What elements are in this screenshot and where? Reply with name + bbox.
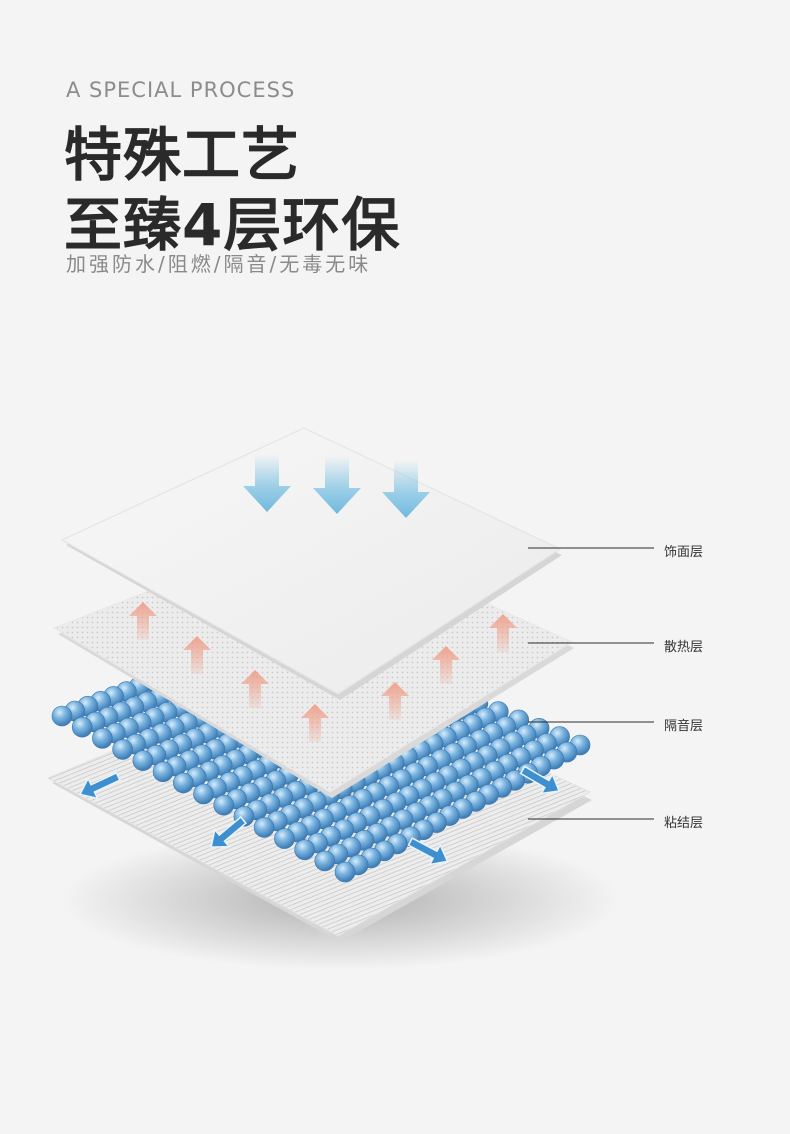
- layer-label-adhesive: 粘结层: [664, 816, 704, 831]
- sound-bead: [92, 727, 113, 749]
- sound-bead: [132, 750, 154, 771]
- layer-label-sound: 隔音层: [664, 719, 704, 734]
- sound-bead: [334, 861, 356, 883]
- sound-bead: [253, 817, 275, 838]
- surface-layer: [60, 427, 562, 700]
- layer-label-heat: 散热层: [664, 640, 704, 655]
- leader-lines: [528, 547, 654, 820]
- layer-label-surface: 饰面层: [664, 545, 704, 560]
- sound-bead: [152, 761, 174, 783]
- sound-bead: [274, 828, 295, 849]
- subtitle-english: A SPECIAL PROCESS: [66, 78, 296, 102]
- page-title-line-2: 至臻4层环保: [64, 191, 401, 259]
- sound-bead: [51, 705, 73, 727]
- sound-bead: [314, 850, 336, 872]
- features-text: 加强防水/阻燃/隔音/无毒无味: [66, 252, 372, 276]
- sound-bead: [213, 794, 234, 816]
- sound-bead: [173, 772, 194, 794]
- sound-bead: [193, 783, 214, 805]
- sound-bead: [71, 716, 93, 738]
- sound-bead: [294, 839, 315, 861]
- page-title-line-1: 特殊工艺: [64, 121, 301, 189]
- sound-bead: [112, 739, 133, 760]
